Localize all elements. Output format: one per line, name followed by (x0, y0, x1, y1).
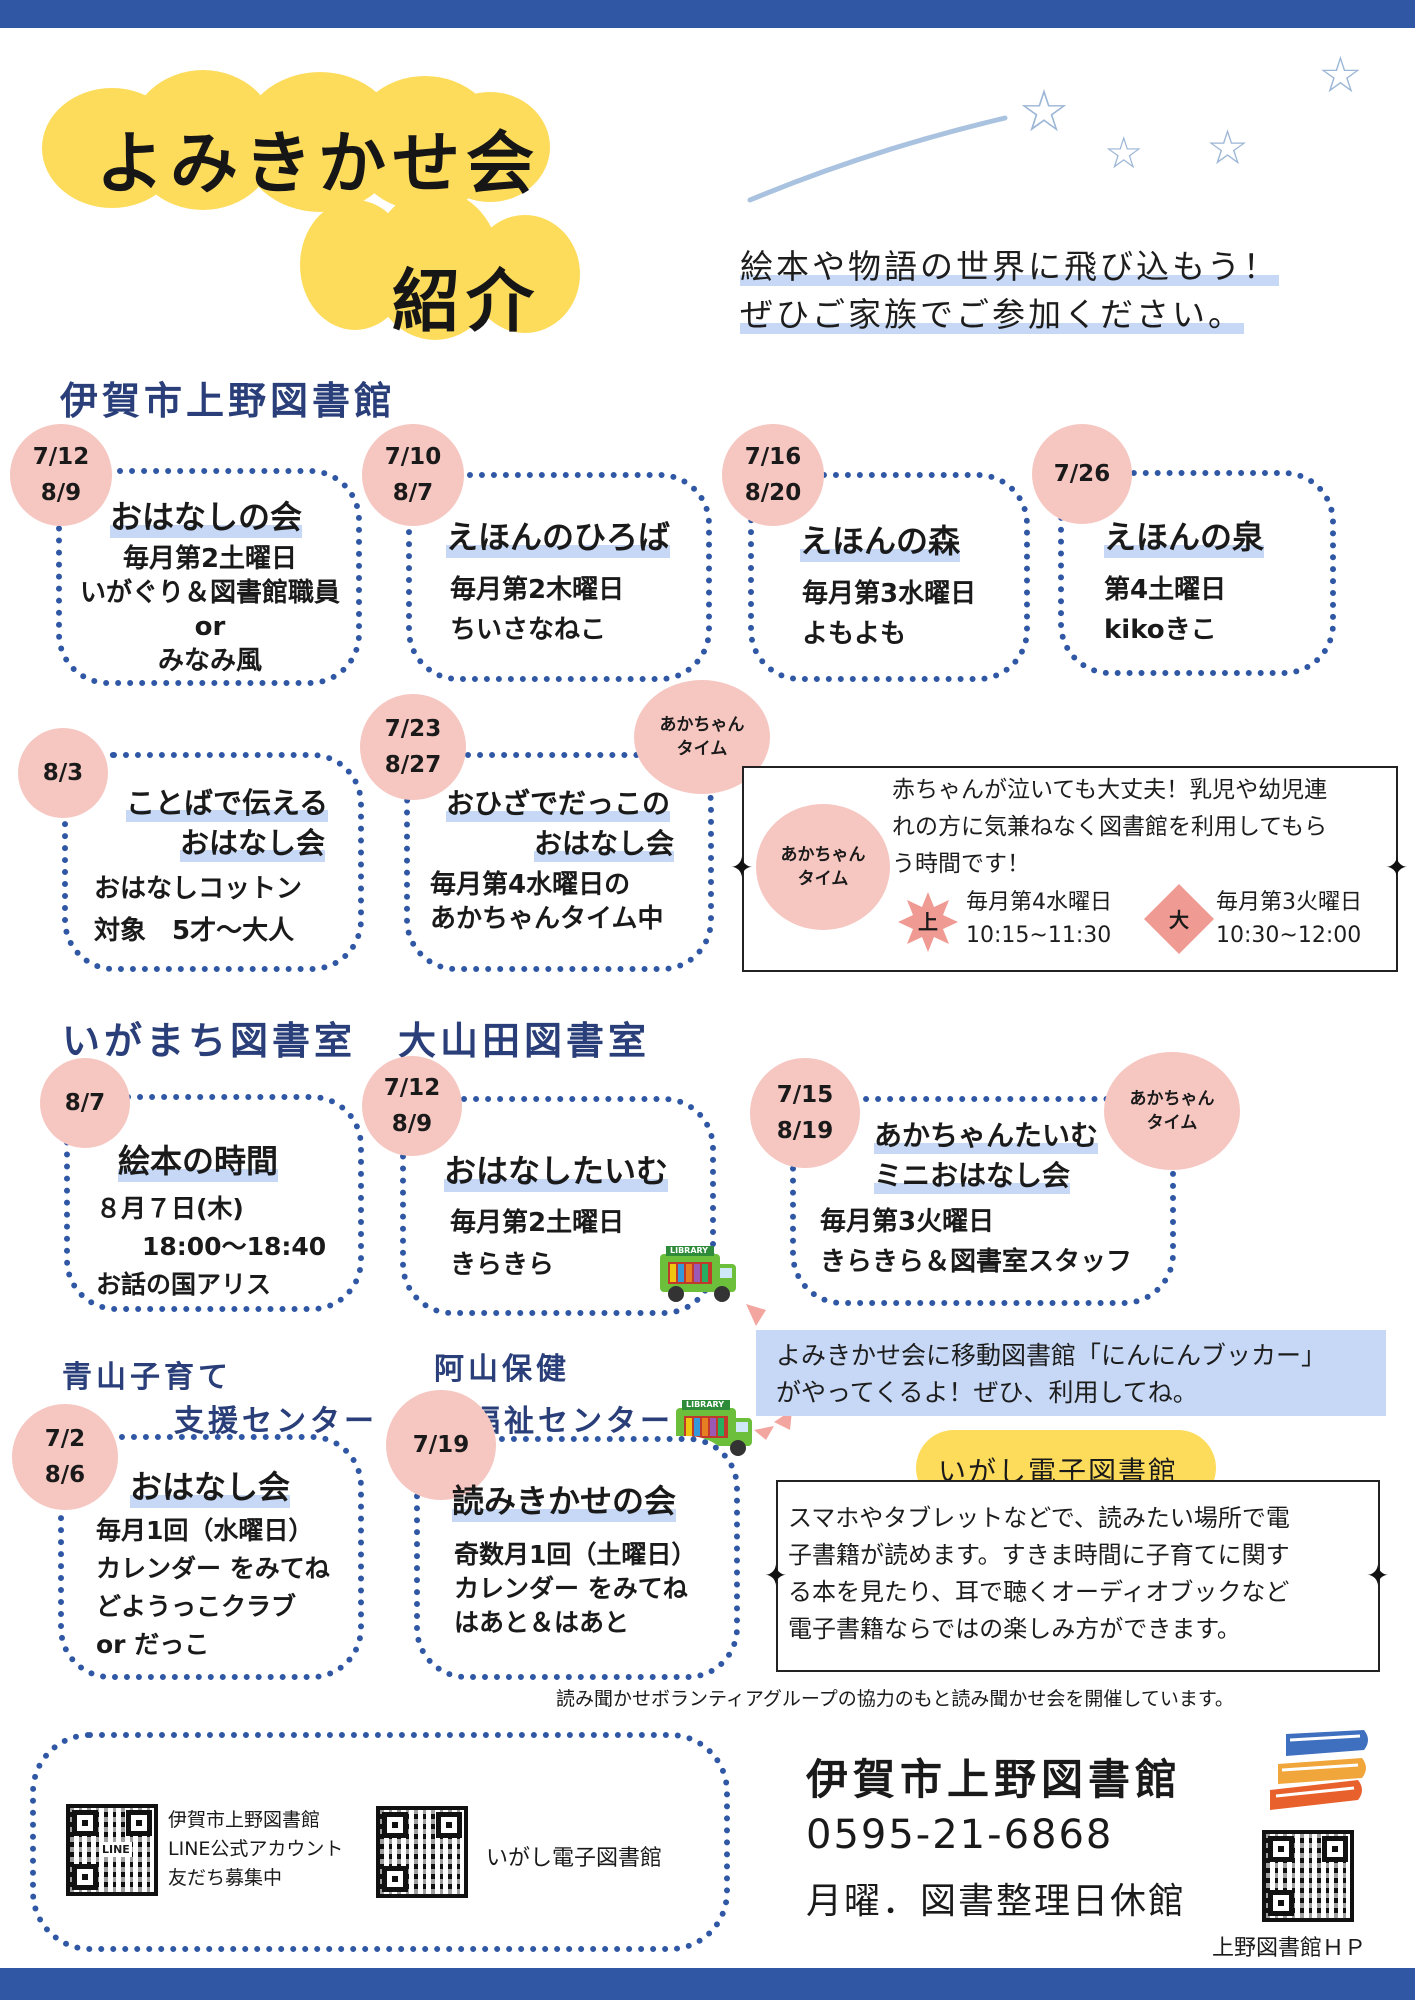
event-title: えほんの森 (800, 516, 961, 562)
date-badge: 8/7 (40, 1058, 130, 1148)
event-details: 毎月第2土曜日きらきら (450, 1208, 625, 1280)
library-van-label: LIBRARY (686, 1400, 725, 1409)
oyamada-diamond-label: 大 (1169, 908, 1189, 932)
event-details: 毎月第3火曜日きらきら＆図書室スタッフ (820, 1207, 1133, 1277)
ebook-info-box (776, 1480, 1380, 1672)
event-details: 奇数月1回（土曜日）カレンダー をみてねはあと＆はあと (454, 1540, 697, 1637)
ebook-qr-caption: いがし電子図書館 (486, 1846, 663, 1871)
library-name: 伊賀市上野図書館 (806, 1755, 1183, 1804)
event-card-ehon-no-hiroba (406, 472, 712, 682)
page-subtitle: 紹介 (392, 263, 541, 342)
akachan-description: 赤ちゃんが泣いても大丈夫！乳児や幼児連れの方に気兼ねなく図書館を利用してもらう時… (892, 777, 1328, 877)
sparkle-icon: ✦ (730, 851, 754, 884)
line-qr-code[interactable]: LINE (66, 1804, 158, 1896)
library-closed-days: 月曜．図書整理日休館 (806, 1881, 1187, 1922)
bottom-bar (0, 1968, 1415, 2000)
event-title-line2: ミニおはなし会 (874, 1154, 1071, 1194)
aoyama-center-title: 青山子育て支援センター (62, 1360, 378, 1439)
library-phone[interactable]: 0595-21-6868 (806, 1812, 1114, 1858)
library-van-icon (676, 1400, 752, 1456)
top-bar (0, 0, 1415, 28)
event-title: 絵本の時間 (118, 1136, 279, 1182)
page-title: よみきかせ会 (96, 125, 541, 204)
event-details: 毎月第3水曜日よもよも (802, 579, 977, 649)
ueno-burst-label: 上 (918, 910, 938, 934)
event-details: 毎月第4水曜日のあかちゃんタイム中 (430, 870, 664, 934)
star-icon: ☆ (1104, 128, 1144, 179)
event-title: おはなしの会 (110, 492, 303, 538)
event-title: えほんの泉 (1104, 512, 1265, 558)
event-title-line1: ことばで伝える (126, 780, 329, 822)
event-title-line1: あかちゃんたいむ (874, 1114, 1099, 1154)
section-title-igamachi-oyamada: いがまち図書室 大山田図書室 (62, 1019, 651, 1063)
shooting-star-decoration (747, 115, 1008, 203)
books-icon (1270, 1730, 1368, 1810)
ueno-burst-icon (898, 892, 958, 952)
akachan-time-badge: あかちゃんタイム (1104, 1052, 1240, 1170)
event-title: おはなしたいむ (444, 1146, 669, 1192)
oyamada-diamond-icon (1144, 884, 1214, 954)
event-title: えほんのひろば (446, 512, 671, 558)
event-title: 読みきかせの会 (452, 1476, 677, 1522)
sparkle-icon: ✦ (1366, 1559, 1390, 1592)
event-title-line2: おはなし会 (534, 822, 675, 862)
star-icon: ☆ (1206, 120, 1250, 176)
library-van-label: LIBRARY (670, 1246, 709, 1255)
library-van-icon (660, 1246, 736, 1302)
star-icon: ☆ (1018, 77, 1070, 145)
line-badge: LINE (100, 1842, 132, 1857)
date-badge: 7/19 (386, 1390, 496, 1500)
event-title-line1: おひざでだっこの (446, 782, 671, 822)
tagline-line1: 絵本や物語の世界に飛び込もう！ (740, 247, 1280, 286)
sparkle-icon: ✦ (1385, 851, 1409, 884)
event-details: おはなしコットン対象 5才～大人 (94, 874, 303, 946)
event-title-line2: おはなし会 (180, 820, 326, 862)
library-hp-qr-code[interactable] (1262, 1830, 1354, 1922)
event-title: おはなし会 (130, 1462, 291, 1508)
ayama-center-title: 阿山保健福祉センター (434, 1352, 674, 1439)
tagline-line2: ぜひご家族でご参加ください。 (740, 295, 1244, 334)
akachan-time-badge: あかちゃんタイム (756, 804, 890, 930)
volunteer-note: 読み聞かせボランティアグループの協力のもと読み聞かせ会を開催しています。 (556, 1688, 1234, 1710)
event-details: 毎月第2木曜日ちいさなねこ (450, 575, 625, 645)
date-badge: 7/26 (1032, 424, 1132, 524)
ebook-qr-code[interactable] (376, 1806, 468, 1898)
mobile-library-banner (756, 1330, 1386, 1416)
mobile-library-text: よみきかせ会に移動図書館「にんにんブッカー」がやってくるよ！ぜひ、利用してね。 (776, 1341, 1327, 1407)
sparkle-icon: ✦ (764, 1559, 788, 1592)
library-hp-caption: 上野図書館ＨＰ (1212, 1936, 1367, 1961)
event-card-ehon-no-jikan (64, 1094, 364, 1312)
date-badge: 8/3 (18, 728, 108, 818)
ebook-description: スマホやタブレットなどで、読みたい場所で電子書籍が読めます。すきま時間に子育てに… (788, 1504, 1290, 1643)
star-icon: ☆ (1318, 46, 1363, 104)
section-title-ueno: 伊賀市上野図書館 (60, 379, 397, 423)
